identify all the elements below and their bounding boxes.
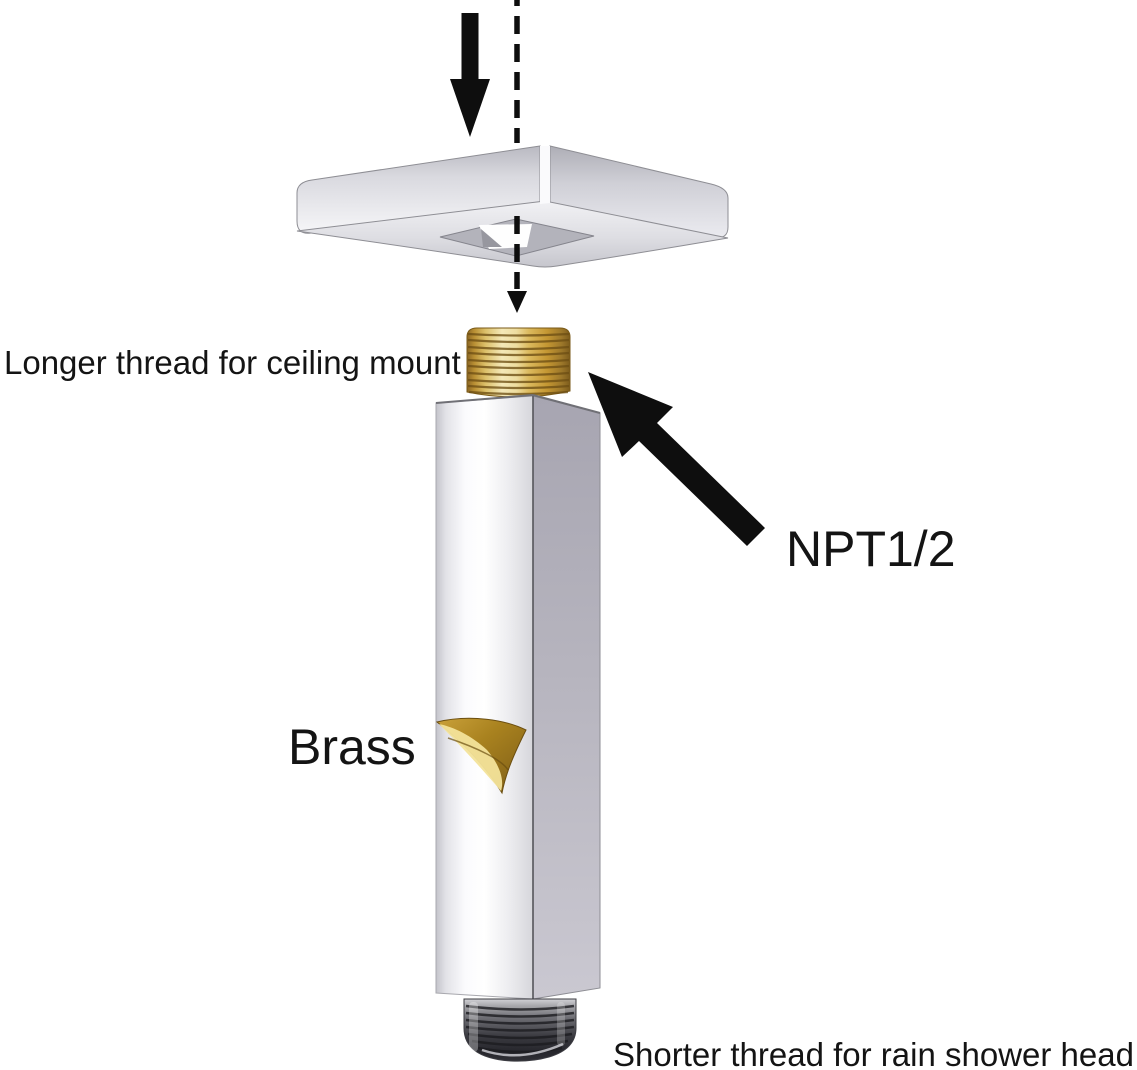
npt-size-label: NPT1/2 xyxy=(786,521,956,577)
insert-arrow-icon xyxy=(450,13,490,137)
brass-material-label: Brass xyxy=(288,719,416,775)
longer-thread-label: Longer thread for ceiling mount xyxy=(4,344,461,381)
arm-side-face xyxy=(532,395,601,1000)
dashed-arrowhead-icon xyxy=(507,291,527,313)
brass-upper-thread xyxy=(466,327,571,398)
ceiling-flange xyxy=(296,145,729,268)
shower-arm-body xyxy=(435,394,601,1000)
chrome-lower-thread xyxy=(463,998,577,1062)
shorter-thread-label: Shorter thread for rain shower head xyxy=(613,1036,1134,1070)
npt-pointer-arrow-icon xyxy=(588,372,765,546)
alignment-dashed-line-lower xyxy=(507,216,527,313)
arm-front-face xyxy=(435,395,534,1000)
brass-cutaway-flap xyxy=(435,717,527,795)
flange-hole-shadow xyxy=(481,229,502,247)
flange-front-edge-highlight xyxy=(540,146,550,204)
